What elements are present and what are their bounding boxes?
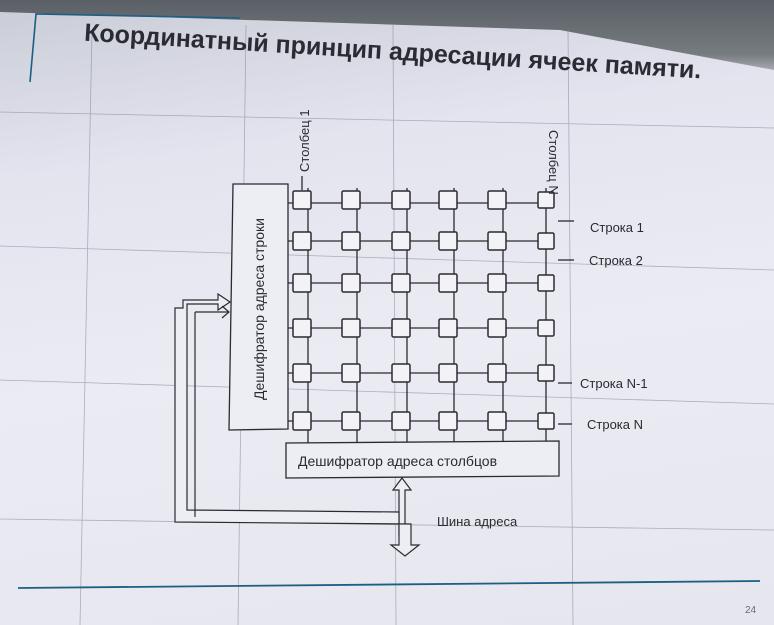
memory-cell — [487, 411, 507, 431]
memory-addressing-diagram: Дешифратор адреса строки Дешифратор адре… — [174, 109, 648, 557]
address-bus-label: Шина адреса — [437, 514, 518, 529]
memory-cell — [341, 273, 361, 293]
memory-cell — [438, 273, 458, 293]
memory-cell — [537, 319, 555, 337]
memory-cell — [537, 274, 555, 292]
memory-cell — [438, 190, 458, 210]
memory-cell — [537, 191, 555, 209]
memory-cell — [341, 363, 361, 383]
row-label-second: Строка 2 — [589, 253, 643, 268]
memory-cell — [438, 363, 458, 383]
slide-frame — [17, 13, 761, 589]
memory-cell — [292, 273, 312, 293]
row-label-first: Строка 1 — [590, 220, 644, 235]
row-decoder — [228, 183, 289, 431]
memory-cell — [391, 411, 411, 431]
memory-cell — [341, 231, 361, 251]
memory-cell — [391, 231, 411, 251]
memory-cell-matrix — [288, 176, 555, 443]
address-bus — [174, 292, 421, 557]
memory-cell — [292, 363, 312, 383]
memory-cell — [391, 363, 411, 383]
memory-cell — [292, 318, 312, 338]
projection-grid — [0, 24, 774, 625]
memory-cell — [391, 318, 411, 338]
column-first-label: Столбец 1 — [297, 109, 312, 172]
row-label-leaders — [558, 220, 574, 425]
memory-cell — [487, 363, 507, 383]
memory-cell — [391, 190, 411, 210]
page-number: 24 — [745, 605, 757, 616]
memory-cell — [438, 411, 458, 431]
memory-cell — [438, 318, 458, 338]
column-decoder — [285, 440, 560, 479]
column-decoder-label: Дешифратор адреса столбцов — [298, 453, 497, 469]
row-label-n-minus-1: Строка N-1 — [580, 376, 648, 391]
memory-cell — [537, 232, 555, 250]
memory-cell — [341, 318, 361, 338]
memory-cell — [292, 411, 312, 431]
memory-cell — [487, 231, 507, 251]
memory-cell — [341, 190, 361, 210]
memory-cell — [341, 411, 361, 431]
memory-cell — [537, 364, 555, 382]
memory-cell — [487, 273, 507, 293]
memory-cell — [438, 231, 458, 251]
memory-cell — [391, 273, 411, 293]
memory-cell — [292, 231, 312, 251]
memory-cell — [537, 412, 555, 430]
memory-cell — [292, 190, 312, 210]
row-label-n: Строка N — [587, 417, 643, 432]
row-decoder-label: Дешифратор адреса строки — [251, 218, 267, 400]
memory-cell — [487, 318, 507, 338]
memory-cell — [487, 190, 507, 210]
column-last-label: Столбец N — [546, 130, 561, 195]
